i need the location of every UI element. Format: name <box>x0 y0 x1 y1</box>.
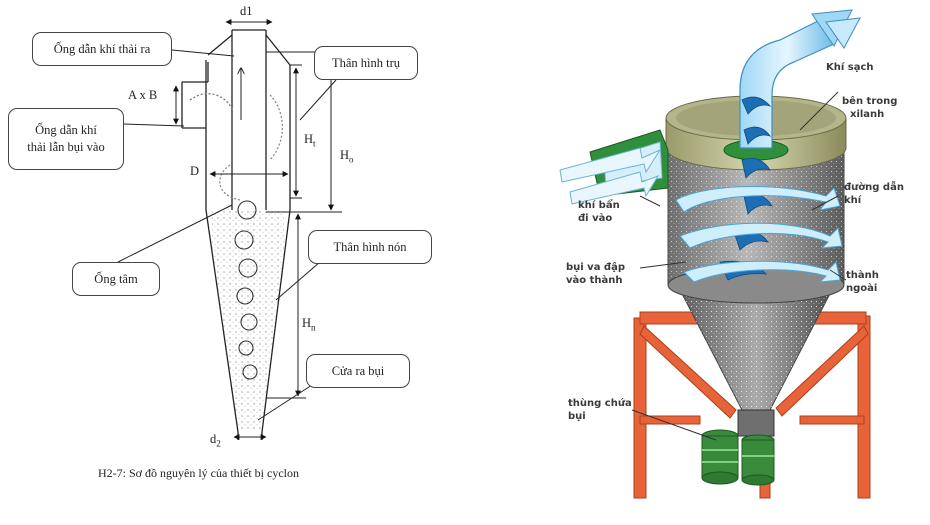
exhaust-pipe-label: Ống dẫn khí thải ra <box>53 41 151 56</box>
dim-Hn-main: H <box>302 316 312 330</box>
cone-body-callout: Thân hình nón <box>308 230 432 264</box>
dirty-air-in-label: khí bẩn đi vào <box>578 200 620 225</box>
dim-Hn: Hn <box>302 316 316 333</box>
outer-wall-line1: thành <box>846 270 879 281</box>
central-tube-callout: Ống tâm <box>72 262 160 296</box>
clean-air-text: Khí sạch <box>826 62 874 73</box>
central-tube-label: Ống tâm <box>94 271 138 286</box>
dirty-air-in-line2: đi vào <box>578 212 613 224</box>
inlet-pipe-callout: Ống dẫn khí thải lẫn bụi vào <box>8 108 124 170</box>
inside-cylinder-line1: bên trong <box>842 96 898 107</box>
outer-wall-line2: ngoài <box>846 282 878 294</box>
dim-Ht-main: H <box>304 132 314 146</box>
dust-bin <box>701 409 775 486</box>
inlet-pipe-label-line1: Ống dẫn khí <box>35 123 97 138</box>
dim-Ho: Ho <box>340 148 354 165</box>
dim-d1: d1 <box>240 4 253 18</box>
dim-d2-sub: 2 <box>216 438 221 449</box>
gas-path-line2: khí <box>844 194 862 206</box>
inside-cylinder-label: bên trong xilanh <box>842 96 897 121</box>
dim-Hn-sub: n <box>311 322 316 333</box>
cylinder-body-label: Thân hình trụ <box>331 55 401 70</box>
dust-bin-line1: thùng chứa <box>568 398 632 409</box>
dust-bin-line2: bụi <box>568 410 586 422</box>
dim-Ho-main: H <box>340 148 350 162</box>
dust-bin-label: thùng chứa bụi <box>568 398 632 423</box>
exhaust-pipe-callout: Ống dẫn khí thải ra <box>32 32 172 66</box>
clean-air-label: Khí sạch <box>826 62 874 75</box>
dirty-air-in-line1: khí bẩn <box>578 200 620 211</box>
dim-Ho-sub: o <box>349 154 354 165</box>
dust-hit-wall-label: bụi va đập vào thành <box>566 262 625 287</box>
dust-outlet-callout: Cửa ra bụi <box>306 354 410 388</box>
gas-path-label: đường dẫn khí <box>844 182 904 207</box>
dust-hit-wall-line2: vào thành <box>566 274 623 286</box>
dim-Ht-sub: t <box>313 138 316 149</box>
inside-cylinder-line2: xilanh <box>850 108 885 120</box>
dim-D: D <box>190 164 200 178</box>
dust-outlet-label: Cửa ra bụi <box>331 363 385 378</box>
dim-d2: d2 <box>210 432 221 449</box>
dim-axb: A x B <box>128 88 158 102</box>
gas-path-line1: đường dẫn <box>844 182 904 193</box>
inlet-pipe-label-line2: thải lẫn bụi vào <box>27 140 105 154</box>
dim-d2-main: d <box>210 432 217 446</box>
cone-body-label: Thân hình nón <box>333 239 407 254</box>
cylinder-body-callout: Thân hình trụ <box>314 46 418 80</box>
dust-hit-wall-line1: bụi va đập <box>566 262 625 273</box>
figure-caption: H2-7: Sơ đồ nguyên lý của thiết bị cyclo… <box>98 466 299 480</box>
cyclone-illustration <box>559 9 871 499</box>
dim-Ht: Ht <box>304 132 316 149</box>
outer-wall-label: thành ngoài <box>846 270 879 295</box>
